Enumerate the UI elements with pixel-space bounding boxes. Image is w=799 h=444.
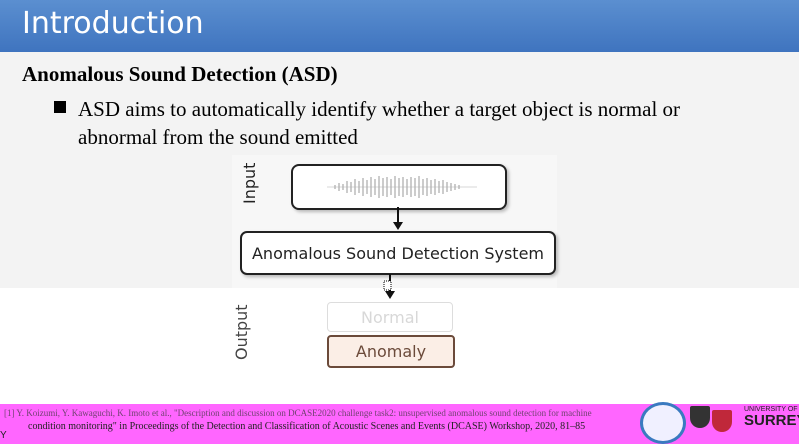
output-label: Output <box>228 300 258 362</box>
waveform-icon <box>327 176 477 198</box>
bullet-square-icon <box>54 101 66 113</box>
anomaly-output-box: Anomaly <box>327 335 455 368</box>
reference-line-2: condition monitoring" in Proceedings of … <box>28 421 586 432</box>
input-waveform-box <box>291 164 507 210</box>
slide-heading: Anomalous Sound Detection (ASD) <box>22 62 338 86</box>
normal-output-box: Normal <box>327 302 453 332</box>
surrey-logo-text: SURREY <box>744 412 799 429</box>
title-bar <box>0 0 799 52</box>
reference-line-1: [1] Y. Koizumi, Y. Kawaguchi, K. Imoto e… <box>4 408 592 418</box>
asd-system-box: Anomalous Sound Detection System <box>240 231 556 275</box>
mouse-cursor-icon <box>383 280 392 291</box>
system-label: Anomalous Sound Detection System <box>251 243 544 263</box>
input-label: Input <box>232 163 272 206</box>
left-fragment: Y <box>0 430 7 441</box>
bullet-text: ASD aims to automatically identify wheth… <box>78 97 681 149</box>
arrow-head-icon <box>385 291 395 299</box>
circular-logo-icon <box>640 402 686 444</box>
shield-logo-icon <box>690 406 710 428</box>
anomaly-label: Anomaly <box>355 342 427 361</box>
university-of-text: UNIVERSITY OF <box>744 406 798 413</box>
crest-logo-icon <box>712 410 732 432</box>
slide-title: Introduction <box>22 6 204 41</box>
arrow-head-icon <box>393 222 403 230</box>
input-label-text: Input <box>240 162 259 204</box>
normal-label: Normal <box>361 307 419 327</box>
output-label-text: Output <box>232 304 251 360</box>
arrow-input-to-system <box>397 207 399 223</box>
